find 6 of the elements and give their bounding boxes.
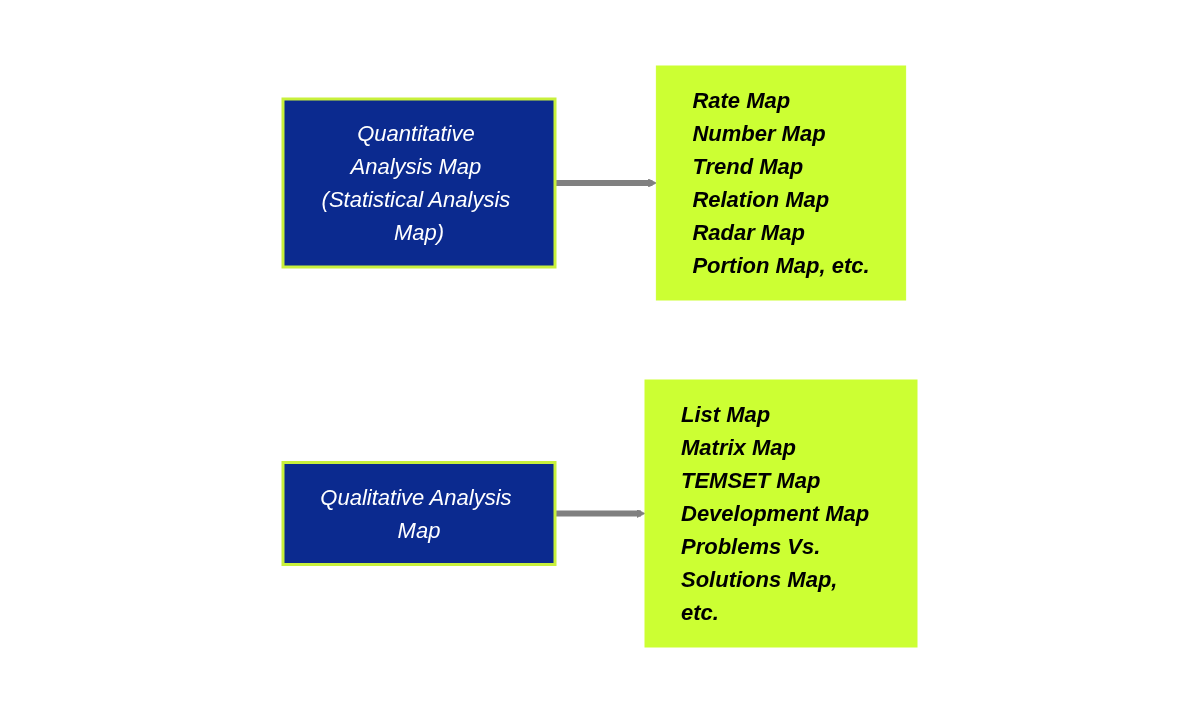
- arrow: [554, 178, 657, 188]
- node-box: List Map Matrix Map TEMSET Map Development Map Problems Vs. Solutions Map, etc.: [644, 379, 917, 648]
- node-box: Quantitative Analysis Map (Statistical Analysis Map): [281, 97, 556, 269]
- node-box: Qualitative Analysis Map: [281, 461, 556, 566]
- node-box: Rate Map Number Map Trend Map Relation Map Radar Map Portion Map, etc.: [655, 65, 906, 301]
- arrow: [554, 509, 645, 518]
